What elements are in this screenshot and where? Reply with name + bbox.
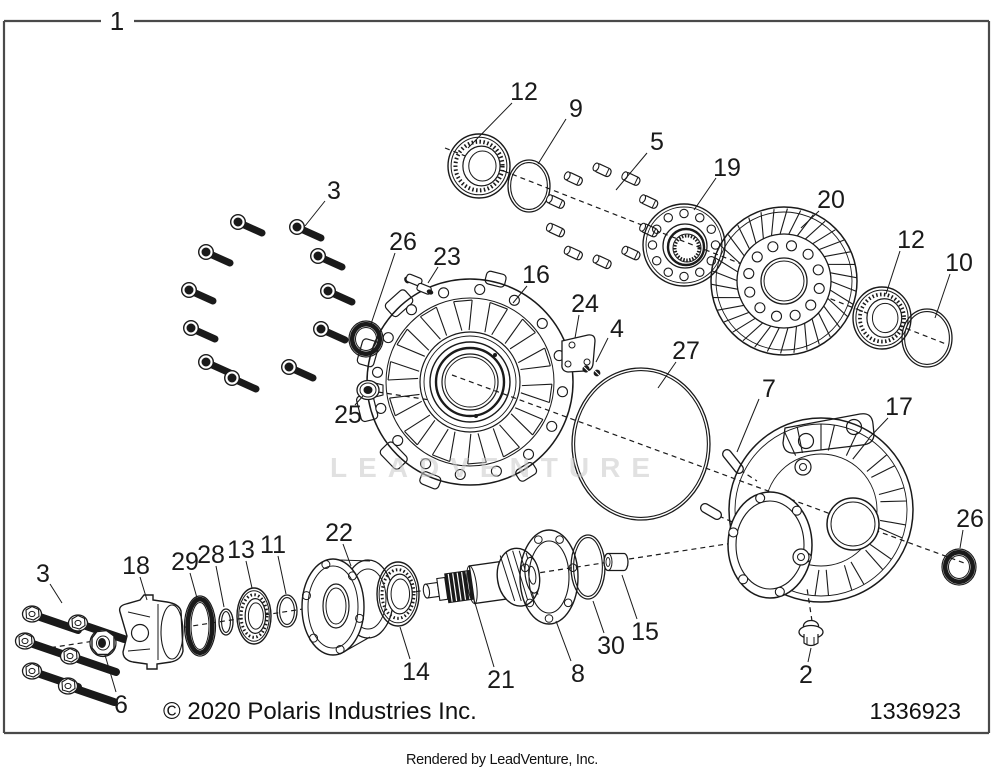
callout-19: 19 [713,154,741,182]
callout-3: 3 [36,560,50,588]
callout-leader-9 [537,118,567,165]
rendered-by-text: Rendered by LeadVenture, Inc. [406,752,598,768]
callout-7: 7 [762,375,776,403]
part-18-yoke [118,594,184,670]
assembly-callout-1: 1 [110,6,124,36]
callout-leader-18 [139,576,148,601]
part-4-screws [582,365,601,377]
part-26-seal-left [348,320,384,358]
callout-leader-4 [595,337,609,363]
callout-leader-19 [693,177,717,211]
callout-17: 17 [885,393,913,421]
part-22-bearing-carrier [301,558,394,656]
part-26-seal-right [941,548,977,586]
callout-22: 22 [325,519,353,547]
callout-leader-10 [934,273,951,319]
callout-leader-7 [736,398,760,453]
part-6-flange-nut [89,628,117,658]
callout-30: 30 [597,632,625,660]
callout-leader-11 [277,555,287,595]
callout-leader-29 [189,572,198,599]
callout-9: 9 [569,95,583,123]
callout-leader-22 [342,543,352,567]
callout-15: 15 [631,618,659,646]
part-23-vent-fitting [404,273,434,295]
part-12-bearing-left [447,133,511,199]
callout-11: 11 [260,531,286,559]
callout-leader-26 [959,529,964,549]
callout-leader-25 [354,395,364,406]
callout-leader-21 [474,602,495,668]
callout-leader-27 [657,361,677,389]
callout-10: 10 [945,249,973,277]
callout-28: 28 [197,541,225,569]
part-28-oring [218,608,234,636]
part-2-drain-plug [798,619,824,647]
callout-leader-3 [304,200,326,227]
callout-leader-8 [555,620,572,662]
callout-leader-6 [104,654,117,693]
callout-8: 8 [571,660,585,688]
callout-leader-24 [574,314,580,339]
callout-12: 12 [897,226,925,254]
part-21-pinion-shaft [422,547,541,607]
part-14-bearing [376,561,420,627]
part-12-bearing-right [852,286,912,350]
callout-leader-14 [399,626,411,660]
callout-14: 14 [402,658,430,686]
callout-6: 6 [114,691,128,719]
part-7-dowel-pins [700,449,744,520]
callout-leader-12 [467,102,513,149]
callout-18: 18 [122,552,150,580]
part-number: 1336923 [870,698,962,724]
callout-5: 5 [650,128,664,156]
callout-leader-26 [370,252,396,325]
part-11-seal [276,594,298,628]
part-25-fill-plug [356,379,384,401]
callout-24: 24 [571,290,599,318]
callout-leader-5 [615,152,648,191]
callout-leader-3 [49,583,63,604]
callout-13: 13 [227,536,255,564]
callout-2: 2 [799,661,813,689]
callout-leader-2 [807,647,812,663]
part-13-bearing [236,587,272,645]
callout-26: 26 [956,505,984,533]
callout-25: 25 [334,401,362,429]
callout-20: 20 [817,186,845,214]
part-15-spacer [603,552,629,572]
part-8-gasket [519,529,579,625]
callout-leader-15 [621,574,638,620]
copyright-text: © 2020 Polaris Industries Inc. [163,698,477,725]
part-17-cover-housing [727,413,914,603]
callout-26: 26 [389,228,417,256]
callout-12: 12 [510,78,538,106]
callout-27: 27 [672,337,700,365]
leadventure-watermark: LEADVENTURE [330,452,661,483]
callout-leader-30 [592,600,605,634]
assembly-frame: 1 [2,6,991,735]
callout-21: 21 [487,666,515,694]
callout-leader-20 [800,210,820,229]
part-24-sensor-bracket [561,334,596,373]
callout-leader-28 [215,565,225,608]
callout-16: 16 [522,261,550,289]
callout-29: 29 [171,548,199,576]
callout-leader-16 [512,285,528,304]
callout-4: 4 [610,315,624,343]
callout-23: 23 [433,243,461,271]
callout-leader-13 [245,560,253,589]
part-19-hub [642,203,726,287]
callout-3: 3 [327,177,341,205]
part-29-seal [183,595,217,657]
callout-leader-23 [427,266,439,284]
part-10-oring [901,308,953,368]
callout-leader-17 [868,417,889,439]
callout-leader-12 [885,250,901,295]
part-27-oring-large [571,367,711,521]
part-9-shim [507,159,551,213]
part-20-ring-gear [710,206,858,356]
